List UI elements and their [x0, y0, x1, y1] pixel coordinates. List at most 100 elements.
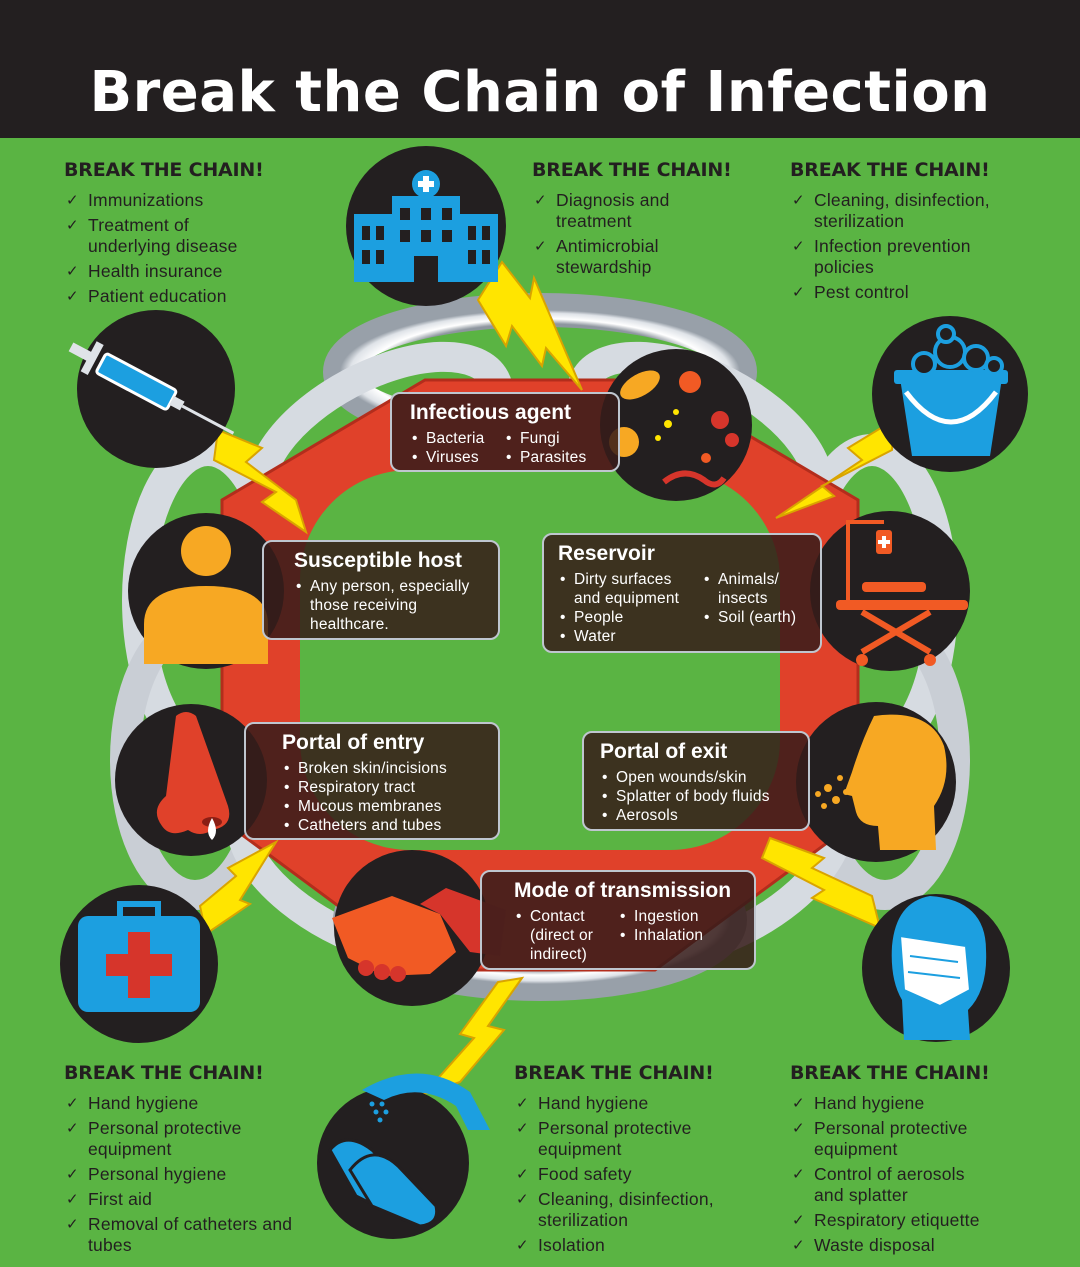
link-title: Portal of entry — [282, 731, 425, 754]
link-title: Infectious agent — [410, 401, 572, 424]
page-title: Break the Chain of Infection — [89, 60, 991, 125]
link-title: Portal of exit — [600, 740, 728, 763]
lightning-bolt — [476, 260, 583, 391]
break-chain-block-top-right: BREAK THE CHAIN! Cleaning, disinfection,… — [790, 158, 1030, 307]
break-chain-list: Hand hygiene Personal protective equipme… — [64, 1093, 314, 1256]
portal-of-exit-box: Portal of exit Open wounds/skin Splatter… — [582, 731, 810, 831]
list-item: Respiratory etiquette — [790, 1210, 1030, 1231]
break-chain-heading: BREAK THE CHAIN! — [790, 1062, 990, 1084]
list-item: Animals/ insects — [702, 570, 794, 608]
list-item: Splatter of body fluids — [600, 787, 808, 806]
germs-icon — [600, 349, 752, 501]
lightning-bolt — [198, 839, 279, 936]
break-chain-block-bottom-left: BREAK THE CHAIN! Hand hygiene Personal p… — [64, 1061, 314, 1260]
syringe-icon — [68, 310, 235, 468]
list-item: Cleaning, disinfection, sterilization — [514, 1189, 763, 1231]
break-chain-list: Hand hygiene Personal protective equipme… — [514, 1093, 764, 1256]
list-item: Food safety — [514, 1164, 764, 1185]
link-title: Mode of transmission — [514, 879, 732, 902]
cough-icon — [796, 702, 956, 862]
lightning-bolt — [775, 418, 896, 519]
list-item: Mucous membranes — [282, 797, 498, 816]
list-item: First aid — [64, 1189, 314, 1210]
list-item: People — [558, 608, 702, 627]
list-item: Aerosols — [600, 806, 808, 825]
list-item: Dirty surfaces and equipment — [558, 570, 698, 608]
face-mask-icon — [862, 894, 1010, 1042]
stretcher-icon — [810, 511, 970, 671]
link-list: Contact (direct or indirect) — [514, 907, 618, 964]
list-item: Soil (earth) — [702, 608, 796, 627]
list-item: Health insurance — [64, 261, 324, 282]
list-item: Water — [558, 627, 702, 646]
list-item: Cleaning, disinfection, sterilization — [790, 190, 1019, 232]
break-chain-list: Hand hygiene Personal protective equipme… — [790, 1093, 1030, 1256]
list-item: Broken skin/incisions — [282, 759, 498, 778]
lightning-bolts — [198, 260, 896, 1097]
mode-of-transmission-box: Mode of transmission Contact (direct or … — [480, 870, 756, 970]
link-list: Animals/ insects Soil (earth) — [702, 570, 796, 646]
list-item: Antimicrobial stewardship — [532, 236, 696, 278]
list-item: Personal hygiene — [64, 1164, 314, 1185]
nose-icon — [115, 704, 267, 856]
link-list: Bacteria Viruses — [410, 429, 504, 467]
list-item: Bacteria — [410, 429, 504, 448]
list-item: Immunizations — [64, 190, 324, 211]
link-list: Any person, especially those receiving h… — [294, 577, 498, 634]
link-list: Open wounds/skin Splatter of body fluids… — [600, 768, 808, 825]
break-chain-block-top-left: BREAK THE CHAIN! Immunizations Treatment… — [64, 158, 324, 311]
bucket-icon — [872, 316, 1028, 472]
list-item: Inhalation — [618, 926, 703, 945]
link-list: Ingestion Inhalation — [618, 907, 703, 964]
break-chain-list: Diagnosis and treatment Antimicrobial st… — [532, 190, 762, 278]
link-list: Dirty surfaces and equipment People Wate… — [558, 570, 702, 646]
link-list: Fungi Parasites — [504, 429, 586, 467]
list-item: Personal protective equipment — [514, 1118, 738, 1160]
list-item: Open wounds/skin — [600, 768, 808, 787]
break-chain-block-bottom-right: BREAK THE CHAIN! Hand hygiene Personal p… — [790, 1061, 1030, 1260]
list-item: Removal of catheters and tubes — [64, 1214, 298, 1256]
first-aid-kit-icon — [60, 885, 218, 1043]
list-item: Pest control — [790, 282, 1030, 303]
person-icon — [128, 513, 284, 669]
list-item: Parasites — [504, 448, 586, 467]
list-item: Control of aerosols and splatter — [790, 1164, 999, 1206]
break-chain-list: Immunizations Treatment of underlying di… — [64, 190, 324, 307]
link-title: Susceptible host — [294, 549, 463, 572]
portal-of-entry-box: Portal of entry Broken skin/incisions Re… — [244, 722, 500, 840]
break-chain-heading: BREAK THE CHAIN! — [64, 159, 264, 181]
break-chain-heading: BREAK THE CHAIN! — [514, 1062, 714, 1084]
list-item: Respiratory tract — [282, 778, 498, 797]
list-item: Contact (direct or indirect) — [514, 907, 616, 964]
break-chain-list: Cleaning, disinfection, sterilization In… — [790, 190, 1030, 303]
list-item: Infection prevention policies — [790, 236, 1004, 278]
list-item: Hand hygiene — [790, 1093, 1030, 1114]
lightning-bolt — [212, 428, 308, 535]
list-item: Catheters and tubes — [282, 816, 498, 835]
hospital-icon — [346, 146, 506, 306]
header-bar: Break the Chain of Infection — [0, 0, 1080, 138]
infectious-agent-box: Infectious agent Bacteria Viruses Fungi … — [390, 392, 620, 472]
list-item: Fungi — [504, 429, 586, 448]
handwashing-icon — [317, 1073, 490, 1239]
list-item: Viruses — [410, 448, 504, 467]
link-list: Broken skin/incisions Respiratory tract … — [282, 759, 498, 835]
break-chain-heading: BREAK THE CHAIN! — [64, 1062, 264, 1084]
list-item: Hand hygiene — [514, 1093, 764, 1114]
break-chain-heading: BREAK THE CHAIN! — [532, 159, 732, 181]
list-item: Patient education — [64, 286, 324, 307]
list-item: Personal protective equipment — [790, 1118, 1014, 1160]
list-item: Treatment of underlying disease — [64, 215, 268, 257]
break-chain-heading: BREAK THE CHAIN! — [790, 159, 990, 181]
list-item: Personal protective equipment — [64, 1118, 288, 1160]
list-item: Hand hygiene — [64, 1093, 314, 1114]
link-title: Reservoir — [558, 542, 655, 565]
list-item: Any person, especially those receiving h… — [294, 577, 496, 634]
break-chain-block-bottom-middle: BREAK THE CHAIN! Hand hygiene Personal p… — [514, 1061, 764, 1260]
list-item: Ingestion — [618, 907, 703, 926]
list-item: Isolation — [514, 1235, 764, 1256]
break-chain-block-top-middle: BREAK THE CHAIN! Diagnosis and treatment… — [532, 158, 762, 282]
list-item: Waste disposal — [790, 1235, 1030, 1256]
susceptible-host-box: Susceptible host Any person, especially … — [262, 540, 500, 640]
